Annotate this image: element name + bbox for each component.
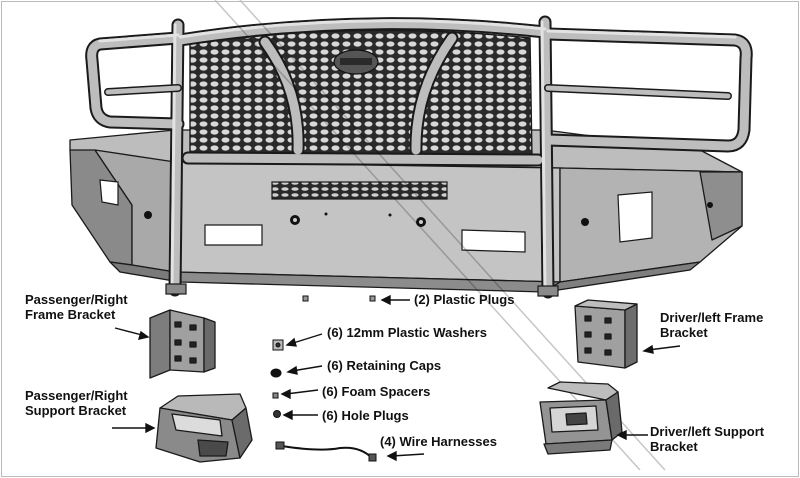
label-passenger-frame-bracket: Passenger/Right Frame Bracket — [25, 292, 128, 322]
label-retaining-caps: (6) Retaining Caps — [327, 358, 442, 373]
lower-mesh — [271, 181, 448, 200]
small-parts — [270, 295, 377, 462]
label-hole-plugs: (6) Hole Plugs — [322, 408, 409, 423]
label-passenger-support-bracket: Passenger/Right Support Bracket — [25, 388, 128, 418]
grille-logo — [333, 49, 379, 75]
callout-arrows — [112, 294, 681, 462]
label-driver-frame-bracket: Driver/left Frame Bracket — [660, 310, 764, 340]
passenger-support-bracket-part — [155, 393, 253, 463]
mounting-holes — [144, 202, 713, 227]
light-openings — [99, 179, 653, 253]
label-plastic-plugs: (2) Plastic Plugs — [414, 292, 515, 307]
driver-frame-bracket-part — [574, 299, 638, 369]
grille-mesh — [189, 29, 533, 159]
plastic-plug-part — [302, 295, 309, 302]
plastic-plug-part — [369, 295, 376, 302]
brush-guard-tubes — [85, 15, 753, 299]
foam-spacer-part — [272, 392, 279, 399]
guard-feet — [165, 283, 559, 297]
label-driver-support-bracket: Driver/left Support Bracket — [650, 424, 765, 454]
wire-harness-part — [281, 445, 373, 459]
passenger-frame-bracket-part — [149, 309, 216, 379]
label-foam-spacers: (6) Foam Spacers — [322, 384, 431, 399]
label-plastic-washers: (6) 12mm Plastic Washers — [327, 325, 487, 340]
driver-support-bracket-part — [539, 381, 623, 455]
retaining-cap-part — [270, 368, 282, 378]
hole-plug-part — [273, 410, 281, 418]
label-wire-harnesses: (4) Wire Harnesses — [380, 434, 497, 449]
